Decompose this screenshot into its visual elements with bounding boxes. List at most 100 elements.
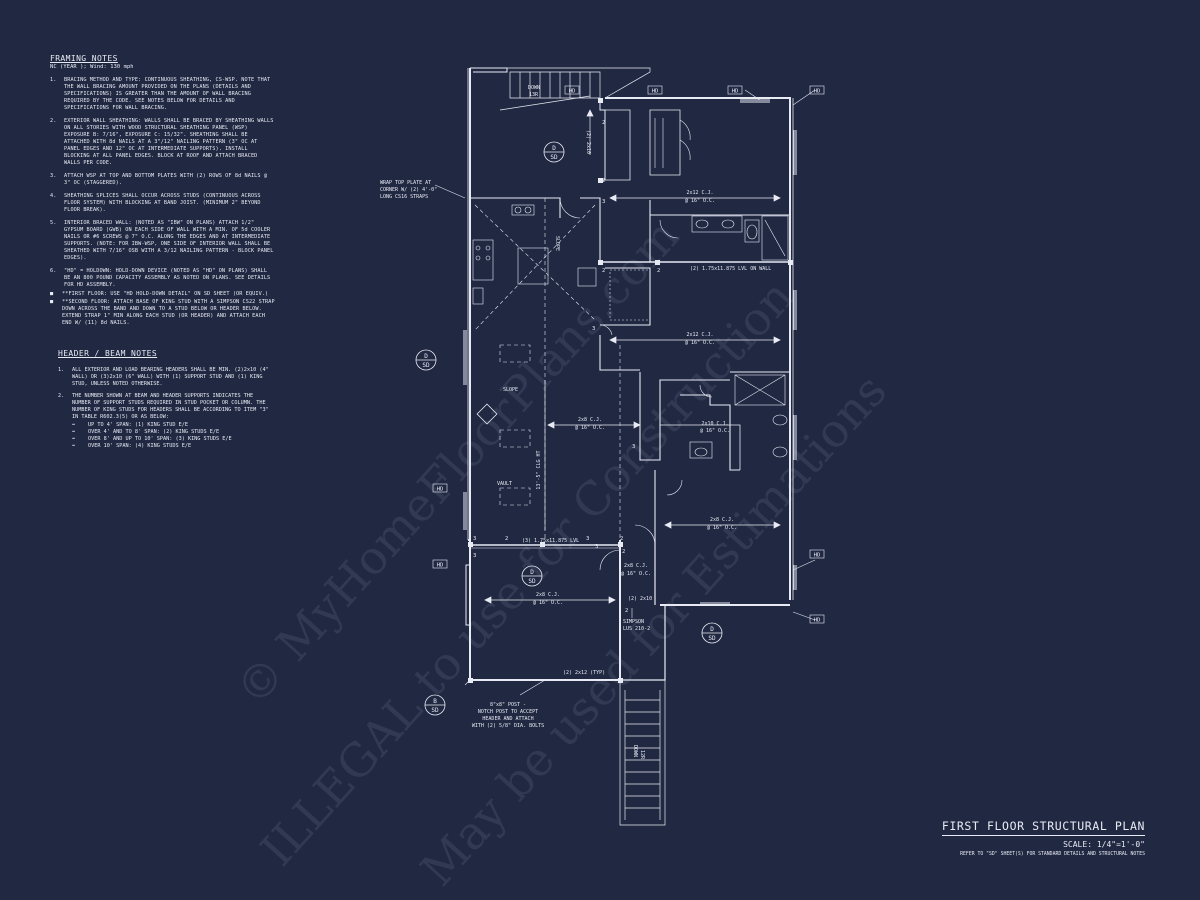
stair-direction-label: DOWN bbox=[632, 745, 638, 757]
joist-label: 2x8 C.J. bbox=[624, 563, 648, 569]
slope-label: SLOPE bbox=[554, 236, 560, 251]
hd-label: HD bbox=[814, 89, 821, 95]
note-text: ALL EXTERIOR AND LOAD BEARING HEADERS SH… bbox=[72, 367, 269, 387]
header-notes-title: HEADER / BEAM NOTES bbox=[58, 349, 158, 358]
beam-label: (2) 2x10 bbox=[585, 130, 591, 154]
framing-notes-subtitle: NC (YEAR ); Wind: 130 mph bbox=[50, 64, 134, 70]
plan-labels: DOWN 13R DOWN 12R SLOPE SLOPE VAULT 13'-… bbox=[380, 85, 650, 760]
hd-label: HD bbox=[814, 618, 821, 624]
sheet-title: FIRST FLOOR STRUCTURAL PLAN bbox=[941, 819, 1145, 836]
joist-spacing: @ 16" O.C. bbox=[685, 198, 715, 204]
note-number: 5. bbox=[50, 220, 57, 226]
stud-count: 3 bbox=[473, 536, 476, 542]
note-text: THE NUMBER SHOWN AT BEAM AND HEADER SUPP… bbox=[72, 393, 269, 420]
header-beam-notes: HEADER / BEAM NOTES 1. ALL EXTERIOR AND L… bbox=[58, 350, 273, 450]
stud-count: 2 bbox=[602, 178, 605, 184]
note-text: "HD" = HOLDOWN: HOLD-DOWN DEVICE (NOTED … bbox=[64, 268, 271, 288]
note-number: 4. bbox=[50, 193, 57, 199]
post-note: NOTCH POST TO ACCEPT bbox=[478, 709, 538, 715]
callout-sheet: SD bbox=[528, 578, 536, 585]
stud-count: 3 bbox=[595, 544, 598, 550]
note-text: ATTACH WSP AT TOP AND BOTTOM PLATES WITH… bbox=[64, 173, 268, 186]
beam-labels: (2) 1.75x11.875 LVL ON WALL (3) 1.75x11.… bbox=[522, 130, 771, 676]
hanger-note: LUS 210-2 bbox=[623, 626, 650, 632]
framing-note: 4. SHEATHING SPLICES SHALL OCCUR ACROSS S… bbox=[50, 193, 275, 214]
stud-count: 2 bbox=[622, 549, 625, 555]
door-swings bbox=[559, 119, 713, 571]
header-notes-list: 1. ALL EXTERIOR AND LOAD BEARING HEADERS … bbox=[58, 367, 273, 421]
kitchen-fixtures bbox=[472, 204, 597, 305]
stud-count: 3 bbox=[602, 199, 605, 205]
span-item: ➡UP TO 4' SPAN: (1) KING STUD E/E bbox=[72, 422, 188, 428]
wrap-note: LONG CS16 STRAPS bbox=[380, 194, 428, 200]
note-number: 6. bbox=[50, 268, 57, 274]
span-text: UP TO 4' SPAN: (1) KING STUD E/E bbox=[88, 422, 188, 428]
callout-letters: D SD D SD D SD D SD B SD bbox=[422, 145, 716, 714]
hd-label: HD bbox=[652, 89, 659, 95]
note-text: BRACING METHOD AND TYPE: CONTINUOUS SHEA… bbox=[64, 77, 271, 111]
ceiling-fan-symbol bbox=[476, 403, 498, 425]
joist-labels: 2x12 C.J. @ 16" O.C. 2x12 C.J. @ 16" O.C… bbox=[533, 190, 737, 606]
framing-note: 6. "HD" = HOLDOWN: HOLD-DOWN DEVICE (NOTE… bbox=[50, 268, 275, 289]
sheet-scale: SCALE: 1/4"=1'-0" bbox=[1063, 840, 1145, 849]
callout-b bbox=[424, 694, 446, 716]
bottom-stair bbox=[619, 680, 666, 826]
windows bbox=[463, 99, 797, 626]
callout-letter: D bbox=[424, 353, 428, 360]
joist-spacing: @ 16" O.C. bbox=[707, 525, 737, 531]
joist-label: 2x10 C.J. bbox=[701, 421, 728, 427]
joist-spacing: @ 16" O.C. bbox=[533, 600, 563, 606]
span-arrows bbox=[484, 109, 781, 604]
stair-direction-label: DOWN bbox=[528, 85, 540, 91]
hd-label: HD bbox=[437, 487, 444, 493]
callout-d-mid bbox=[521, 565, 543, 587]
bullet-text: **SECOND FLOOR: ATTACH BASE OF KING STUD… bbox=[62, 299, 275, 326]
stud-count: 3 bbox=[632, 444, 635, 450]
bullet-text: **FIRST FLOOR: USE "HD HOLD-DOWN DETAIL"… bbox=[62, 291, 269, 297]
dashed-lines bbox=[474, 198, 621, 540]
ceiling-height-dimension: 13'-5" CLG HT bbox=[536, 450, 542, 489]
callout-sheet: SD bbox=[708, 635, 716, 642]
hd-tags bbox=[432, 85, 825, 624]
joist-spacing: @ 16" O.C. bbox=[575, 425, 605, 431]
vault-label: VAULT bbox=[497, 481, 512, 487]
beam-label: (3) 1.75x11.875 LVL bbox=[522, 538, 579, 544]
callout-sheet: SD bbox=[422, 362, 430, 369]
stud-count: 3 bbox=[586, 536, 589, 542]
span-item: ➡OVER 4' AND TO 8' SPAN: (2) KING STUDS … bbox=[72, 429, 220, 435]
joist-label: 2x12 C.J. bbox=[686, 332, 713, 338]
stud-count: 2 bbox=[620, 536, 623, 542]
note-text: INTERIOR BRACED WALL: (NOTED AS "IBW" ON… bbox=[64, 220, 274, 261]
framing-notes-bullets: ■**FIRST FLOOR: USE "HD HOLD-DOWN DETAIL… bbox=[50, 291, 275, 327]
hd-label: HD bbox=[437, 563, 444, 569]
hanger-note: SIMPSON bbox=[623, 619, 644, 625]
framing-note: 3.ATTACH WSP AT TOP AND BOTTOM PLATES WI… bbox=[50, 173, 275, 187]
callout-d-right bbox=[701, 622, 723, 644]
stud-count: 2 bbox=[602, 268, 605, 274]
stud-counts: 2 2 3 2 2 3 3 3 2 3 2 2 3 2 3 bbox=[473, 120, 660, 614]
callout-letter: D bbox=[552, 145, 556, 152]
framing-notes: FRAMING NOTES NC (YEAR ); Wind: 130 mph … bbox=[50, 55, 275, 328]
callout-letter: D bbox=[710, 626, 714, 633]
bullet-item: ■**FIRST FLOOR: USE "HD HOLD-DOWN DETAIL… bbox=[50, 291, 269, 297]
framing-notes-title: FRAMING NOTES bbox=[50, 54, 118, 63]
beam-label: (2) 2x10 bbox=[628, 596, 652, 602]
post-note: HEADER AND ATTACH bbox=[482, 716, 533, 722]
note-number: 1. bbox=[50, 77, 57, 83]
post-note: 8"x8" POST - bbox=[490, 702, 526, 708]
note-text: SHEATHING SPLICES SHALL OCCUR ACROSS STU… bbox=[64, 193, 261, 213]
sheet-reference-note: REFER TO "SD" SHEET(S) FOR STANDARD DETA… bbox=[960, 852, 1145, 857]
framing-notes-list: 1. BRACING METHOD AND TYPE: CONTINUOUS SH… bbox=[50, 77, 275, 289]
joist-label: 2x8 C.J. bbox=[578, 417, 602, 423]
beam-label: (2) 2x12 (TYP) bbox=[563, 670, 605, 676]
stud-count: 2 bbox=[602, 120, 605, 126]
joist-spacing: @ 16" O.C. bbox=[685, 340, 715, 346]
stud-count: 3 bbox=[473, 553, 476, 559]
note-text: EXTERIOR WALL SHEATHING: WALLS SHALL BE … bbox=[64, 118, 274, 166]
note-number: 1. bbox=[58, 367, 65, 373]
callout-d-left bbox=[415, 349, 437, 371]
span-text: OVER 8' AND UP TO 10' SPAN: (3) KING STU… bbox=[88, 436, 232, 442]
stud-count: 3 bbox=[592, 326, 595, 332]
section-callouts bbox=[415, 141, 723, 716]
span-list: ➡UP TO 4' SPAN: (1) KING STUD E/E ➡OVER … bbox=[58, 422, 273, 450]
